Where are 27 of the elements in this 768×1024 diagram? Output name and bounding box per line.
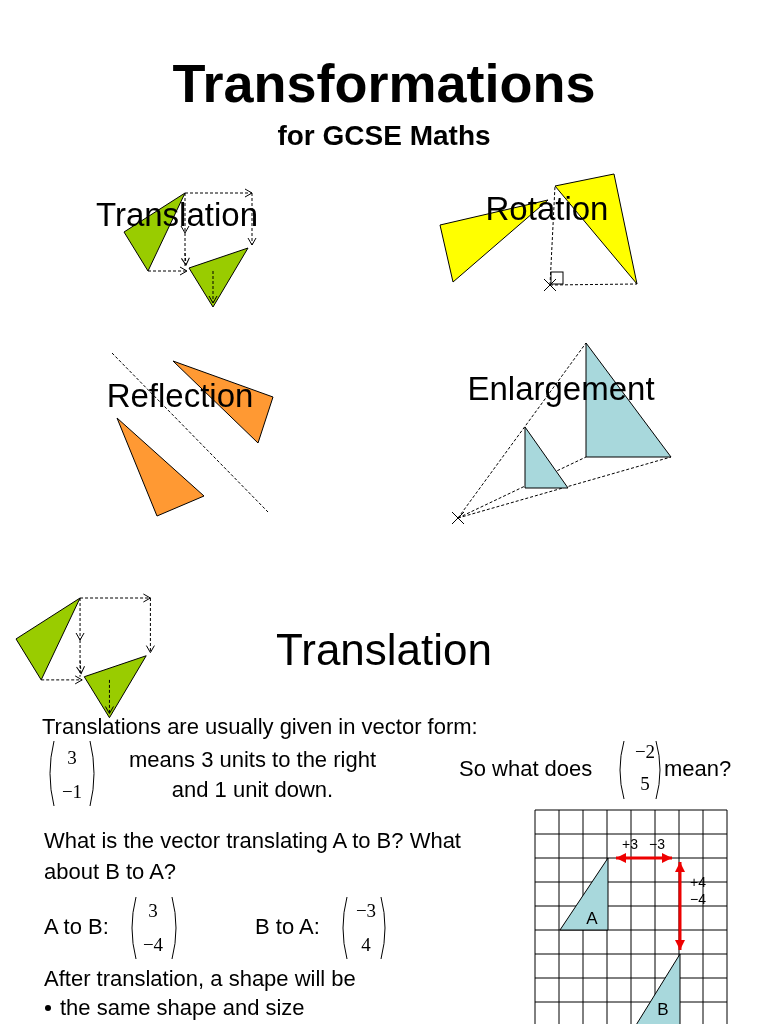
- grid-label: +4: [690, 873, 706, 891]
- vector-entry: 5: [640, 773, 650, 795]
- title: Transformations: [172, 51, 596, 115]
- text-line: So what does: [459, 756, 593, 782]
- shape-label: B: [657, 1000, 669, 1020]
- text-line: A to B:: [44, 914, 109, 940]
- text-line: Translations are usually given in vector form:: [42, 714, 478, 740]
- grid-label: +3: [622, 835, 638, 853]
- text-line: mean?: [664, 756, 732, 782]
- grid-label: −3: [649, 835, 665, 853]
- text-line: B to A:: [255, 914, 320, 940]
- vector-entry: −1: [61, 781, 83, 803]
- text-line: After translation, a shape will be: [44, 966, 356, 992]
- vector-entry: 3: [148, 900, 158, 922]
- vector-entry: 4: [361, 934, 371, 956]
- text-line: What is the vector translating A to B? What about B to A?: [44, 827, 462, 886]
- section-heading: Translation: [276, 624, 492, 676]
- text-line: means 3 units to the right and 1 unit down.: [128, 746, 377, 804]
- vector-entry: −4: [142, 934, 164, 956]
- transformation-label: Rotation: [485, 190, 609, 228]
- vector-entry: 3: [67, 747, 77, 769]
- shape-label: A: [586, 909, 598, 929]
- grid-label: −4: [690, 890, 706, 908]
- vector-entry: −2: [634, 741, 656, 763]
- text-line: the same shape and size: [60, 995, 305, 1021]
- subtitle: for GCSE Maths: [277, 119, 491, 153]
- vector-entry: −3: [355, 900, 377, 922]
